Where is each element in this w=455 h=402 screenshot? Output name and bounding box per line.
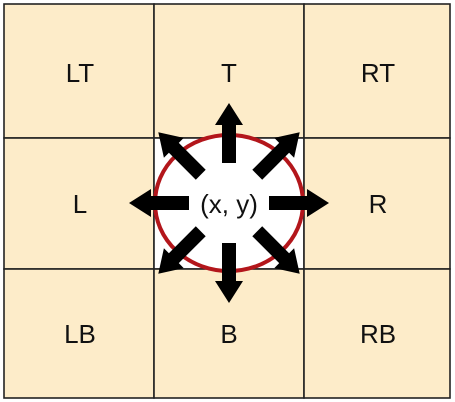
cell-left <box>3 137 155 270</box>
arrow-down-icon <box>215 243 243 303</box>
cell-left-top <box>3 3 155 139</box>
arrow-down-right-icon <box>252 226 300 274</box>
label-left-bottom: LB <box>64 319 96 349</box>
cell-left-bottom <box>3 268 155 399</box>
label-left: L <box>73 189 87 219</box>
arrow-right-icon <box>269 189 329 217</box>
label-right-bottom: RB <box>360 319 396 349</box>
cell-right-bottom <box>303 268 451 399</box>
arrow-up-icon <box>215 103 243 163</box>
label-center-coordinates: (x, y) <box>200 189 258 219</box>
arrow-up-left-icon <box>158 132 206 180</box>
arrow-group <box>129 103 329 303</box>
arrow-up-right-icon <box>252 132 300 180</box>
arrow-down-left-icon <box>158 226 206 274</box>
label-left-top: LT <box>66 58 95 88</box>
cell-right-top <box>303 3 451 139</box>
label-right-top: RT <box>361 58 395 88</box>
label-bottom: B <box>220 319 237 349</box>
label-top: T <box>221 58 237 88</box>
label-right: R <box>369 189 388 219</box>
arrow-left-icon <box>129 189 189 217</box>
cell-right <box>303 137 451 270</box>
